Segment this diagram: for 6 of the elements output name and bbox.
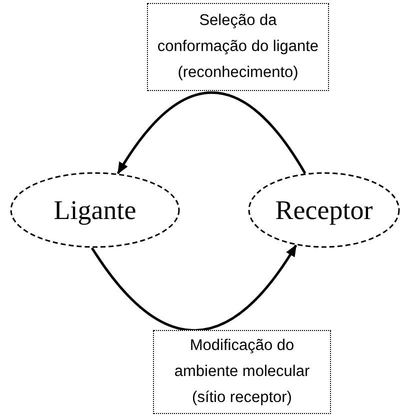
curved-arrow: [116, 92, 306, 174]
ellipse-label: Receptor: [275, 196, 373, 224]
dotted-text-box: Seleção da conformação do ligante (reconhecimento): [147, 3, 329, 91]
dotted-text-box: Modificação do ambiente molecular (sítio receptor): [153, 330, 331, 414]
curved-arrow: [90, 244, 298, 332]
ellipse-label: Ligante: [54, 196, 136, 224]
